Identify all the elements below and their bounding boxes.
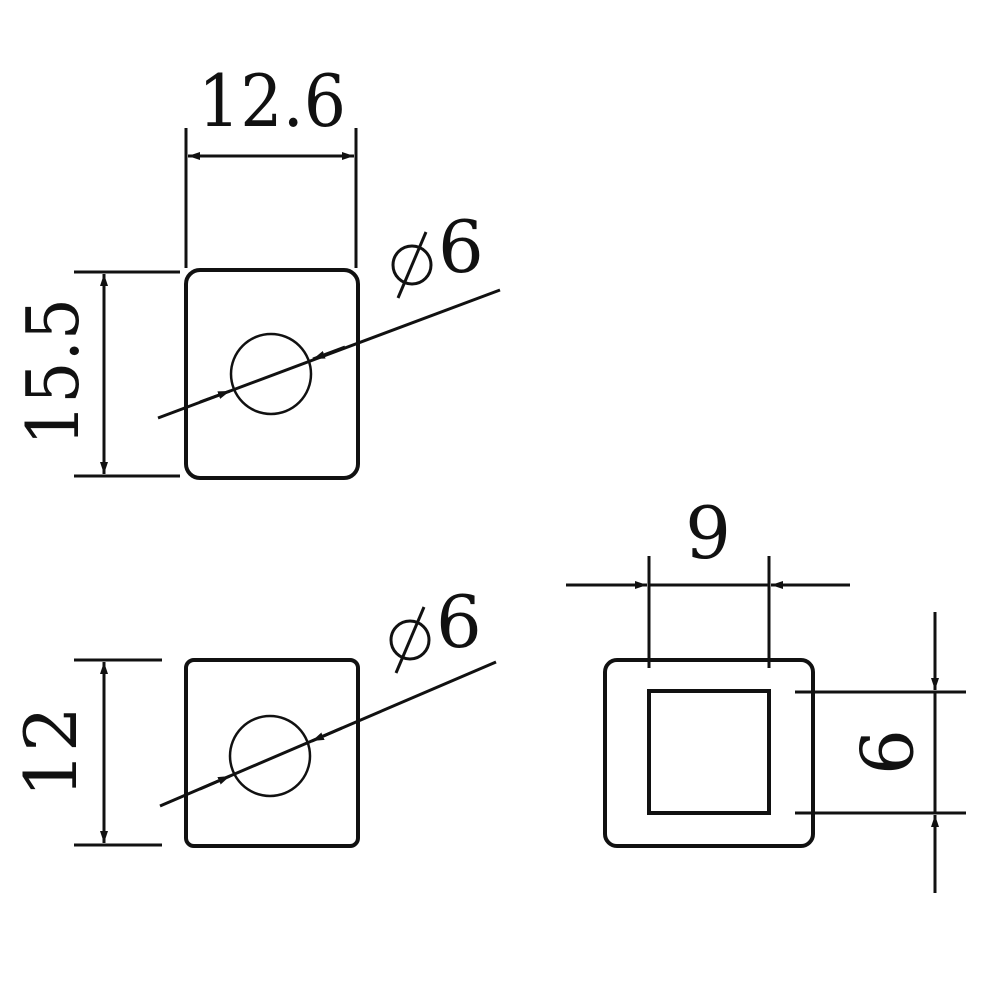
front-view: 12 Φ6 6 bbox=[9, 580, 497, 848]
top-view-hole bbox=[229, 332, 313, 416]
front-diameter-symbol-icon bbox=[389, 606, 431, 674]
top-diameter-symbol-icon bbox=[391, 231, 433, 299]
front-hole-arrow-left bbox=[199, 774, 231, 791]
top-view-body bbox=[184, 268, 360, 480]
side-view-square-hole bbox=[647, 689, 771, 815]
side-view: 9 9 bbox=[566, 491, 966, 893]
top-width-label: 12.6 bbox=[198, 59, 346, 143]
top-hole-digit: 6 bbox=[438, 205, 484, 289]
front-height-label: 12 bbox=[9, 706, 93, 798]
side-width-label: 9 bbox=[685, 491, 731, 575]
top-view: 12.6 15.5 Φ6 6 bbox=[11, 59, 501, 480]
front-hole-digit: 6 bbox=[436, 580, 482, 664]
top-hole-arrow-left bbox=[199, 389, 231, 404]
front-view-hole bbox=[228, 714, 312, 798]
side-height-label: 9 bbox=[843, 729, 927, 775]
front-view-body bbox=[184, 658, 360, 848]
top-hole-arrow-right bbox=[312, 345, 346, 361]
top-height-label: 15.5 bbox=[11, 298, 95, 446]
side-view-body bbox=[603, 658, 815, 848]
front-hole-arrow-right bbox=[311, 726, 343, 743]
